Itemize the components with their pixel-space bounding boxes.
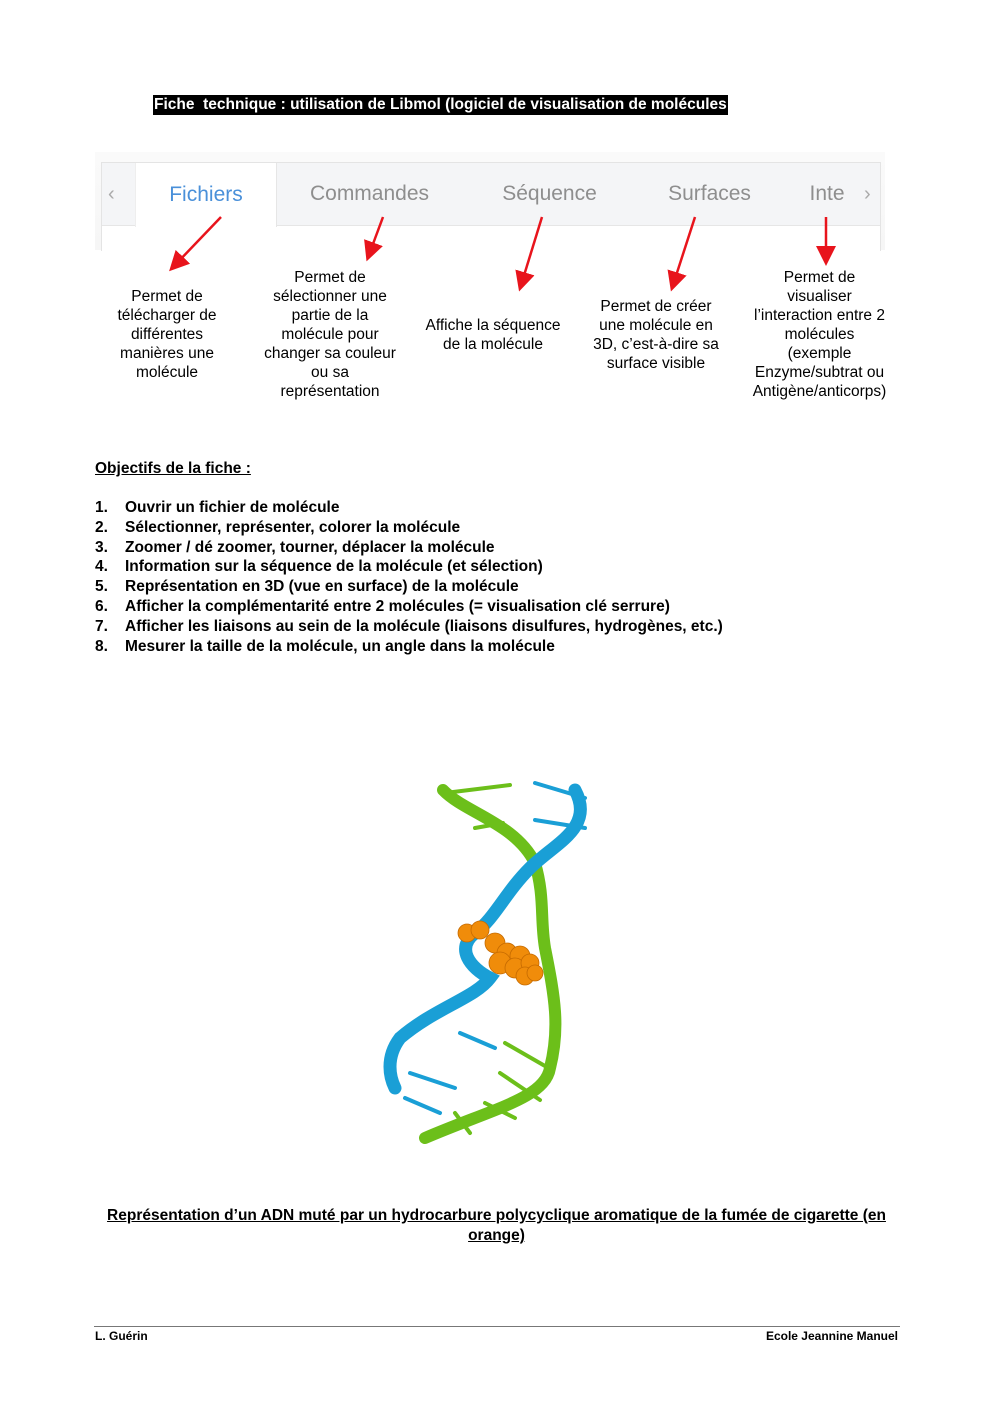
annotation-arrows [169, 216, 836, 292]
list-item: 6.Afficher la complémentarité entre 2 mo… [95, 597, 670, 615]
tab-label: Fichiers [169, 183, 243, 206]
list-item: 7.Afficher les liaisons au sein de la mo… [95, 617, 723, 635]
chevron-left-icon[interactable]: ‹ [108, 183, 115, 205]
tab-surfaces[interactable]: Surfaces [637, 163, 782, 225]
tab-commandes[interactable]: Commandes [282, 163, 457, 225]
chevron-right-icon[interactable]: › [864, 183, 871, 205]
arrow-sequence [515, 216, 544, 292]
dna-molecule-image [383, 781, 587, 1144]
list-item: 5.Représentation en 3D (vue en surface) … [95, 578, 519, 596]
footer-author: L. Guérin [95, 1329, 148, 1343]
tab-interactions[interactable]: Inte [797, 163, 857, 225]
tab-label: Séquence [502, 182, 597, 205]
footer-school: Ecole Jeannine Manuel [765, 1329, 898, 1343]
tab-label: Surfaces [668, 182, 751, 205]
arrow-fichiers [169, 216, 222, 272]
objectives-heading: Objectifs de la fiche : [95, 460, 251, 477]
tab-label: Commandes [309, 182, 430, 205]
arrow-commandes [364, 216, 385, 262]
objectives-list: 1.Ouvrir un fichier de molécule 2.Sélect… [95, 498, 723, 656]
tab-sequence[interactable]: Séquence [467, 163, 632, 225]
footer-divider [94, 1326, 900, 1327]
list-item: 3.Zoomer / dé zoomer, tourner, déplacer … [95, 538, 495, 556]
tab-fichiers[interactable]: Fichiers [135, 163, 277, 227]
tab-bar: ‹ Fichiers Commandes Séquence Surfaces I… [102, 163, 880, 227]
figure-caption: Représentation d’un ADN muté par un hydr… [107, 1207, 886, 1244]
list-item: 1.Ouvrir un fichier de molécule [95, 499, 340, 516]
arrow-surfaces [667, 216, 697, 292]
list-item: 8.Mesurer la taille de la molécule, un a… [95, 637, 555, 655]
list-item: 4.Information sur la séquence de la molé… [95, 558, 543, 576]
tab-label: Inte [809, 182, 845, 205]
document-title: Fiche technique : utilisation de Libmol … [153, 95, 728, 115]
libmol-tabs-screenshot: ‹ Fichiers Commandes Séquence Surfaces I… [95, 152, 885, 251]
list-item: 2.Sélectionner, représenter, colorer la … [95, 518, 461, 536]
